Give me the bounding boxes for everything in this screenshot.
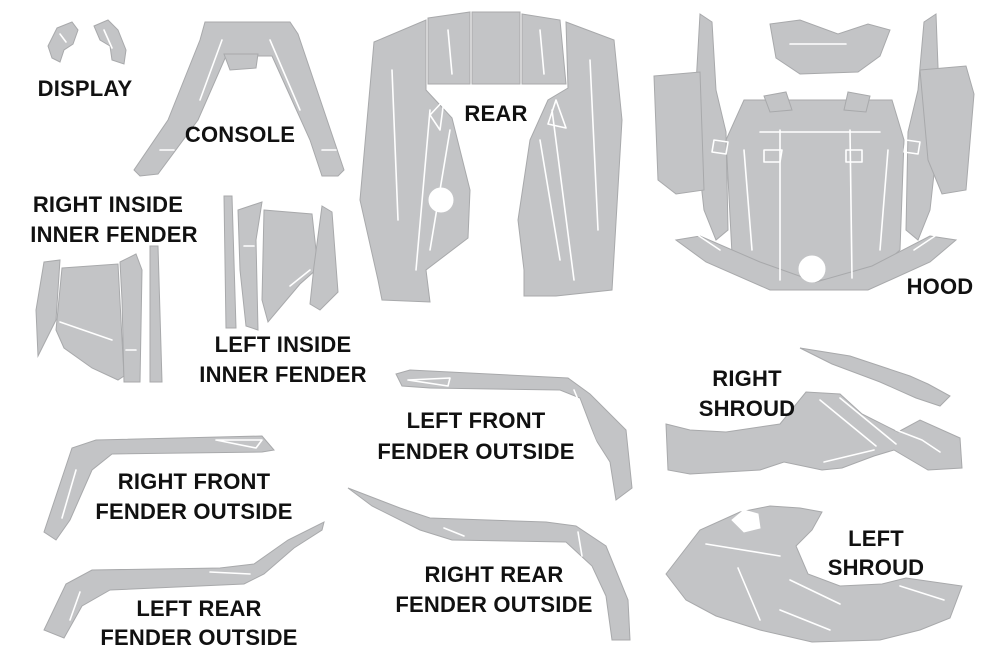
left-shroud-label-line2: SHROUD	[828, 555, 925, 580]
left-rear-fender-outside-label-line2: FENDER OUTSIDE	[100, 625, 297, 650]
right-front-fender-outside-label-line2: FENDER OUTSIDE	[95, 499, 292, 524]
left-front-fender-outside-part	[395, 369, 633, 501]
console-part	[133, 21, 345, 177]
right-rear-fender-outside-part	[347, 487, 631, 641]
left-shroud-label-line1: LEFT	[848, 526, 904, 551]
rear-label: REAR	[464, 101, 527, 126]
right-front-fender-outside-part	[43, 435, 275, 541]
left-rear-fender-outside-label-line1: LEFT REAR	[136, 596, 261, 621]
left-front-fender-outside-label-line1: LEFT FRONT	[407, 408, 546, 433]
left-inside-inner-fender-label-line2: INNER FENDER	[199, 362, 366, 387]
right-rear-fender-outside-label-line2: FENDER OUTSIDE	[395, 592, 592, 617]
right-shroud-label-line1: RIGHT	[712, 366, 782, 391]
right-inside-inner-fender-label-line1: RIGHT INSIDE	[33, 192, 183, 217]
right-rear-fender-outside-label-line1: RIGHT REAR	[425, 562, 564, 587]
display-part	[47, 19, 127, 65]
hood-part	[653, 13, 975, 291]
right-shroud-label-line2: SHROUD	[699, 396, 796, 421]
left-inside-inner-fender-part	[223, 195, 339, 331]
left-inside-inner-fender-label-line1: LEFT INSIDE	[215, 332, 352, 357]
left-front-fender-outside-label-line2: FENDER OUTSIDE	[377, 439, 574, 464]
rear-part	[359, 11, 623, 303]
console-label: CONSOLE	[185, 122, 295, 147]
right-inside-inner-fender-label-line2: INNER FENDER	[30, 222, 197, 247]
left-rear-fender-outside-part	[43, 521, 325, 639]
right-inside-inner-fender-part	[35, 245, 163, 383]
right-front-fender-outside-label-line1: RIGHT FRONT	[118, 469, 271, 494]
right-shroud-part	[665, 347, 963, 475]
left-shroud-part	[665, 505, 963, 643]
display-label: DISPLAY	[38, 76, 133, 101]
hood-label: HOOD	[907, 274, 974, 299]
